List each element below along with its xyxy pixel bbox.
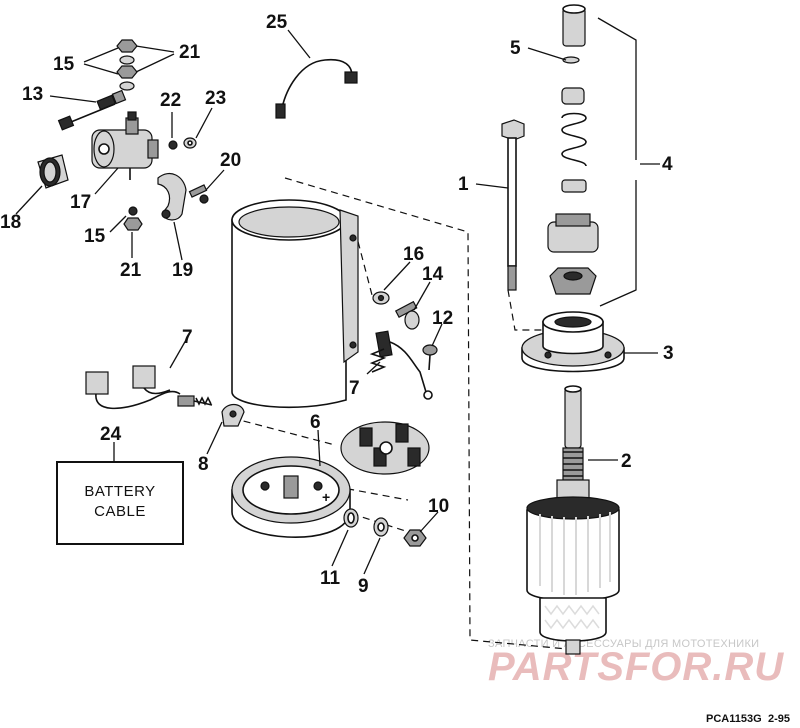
part-25-lead-wire: [275, 58, 358, 119]
part-12-screw: [422, 344, 438, 371]
part-17-solenoid: [91, 111, 159, 180]
battery-box-line2: CABLE: [94, 503, 146, 520]
callout-14: 14: [422, 264, 444, 285]
callout-15-lower: 15: [84, 226, 106, 247]
part-10-nut: [403, 529, 427, 547]
callout-15-top: 15: [53, 54, 75, 75]
callout-16: 16: [403, 244, 424, 265]
parts-21-15-hardware-top: [116, 39, 138, 91]
callout-21-top: 21: [179, 42, 201, 63]
callout-8: 8: [198, 454, 209, 475]
callout-4: 4: [662, 154, 673, 175]
callout-25: 25: [266, 12, 288, 33]
part-11-sleeve: [343, 508, 359, 528]
callout-20: 20: [220, 150, 241, 171]
part-7-brush-spring: [369, 330, 433, 400]
part-9-washer: [373, 517, 389, 537]
parts-22-23-washers: [168, 137, 197, 150]
callout-10: 10: [428, 496, 449, 517]
watermark: ЗАПЧАСТИ И АКСЕССУАРЫ ДЛЯ МОТОТЕХНИКИ PA…: [488, 638, 784, 689]
callout-2: 2: [621, 451, 632, 472]
part-5-drive-stack: [547, 4, 599, 295]
callout-11: 11: [320, 568, 341, 589]
leader-lines: [15, 17, 660, 575]
callouts: 1 2 3 4 5 6 7 7 8 9 10 11 12 13 14 15 15…: [0, 12, 674, 597]
callout-18: 18: [0, 212, 21, 233]
callout-9: 9: [358, 576, 369, 597]
callout-7-brush-spring: 7: [349, 378, 360, 399]
callout-17: 17: [70, 192, 91, 213]
callout-24: 24: [100, 424, 122, 445]
part-7-brush-set: [85, 365, 213, 410]
callout-1: 1: [458, 174, 469, 195]
battery-box-line1: BATTERY: [84, 483, 155, 500]
part-3-drive-end-frame: [521, 311, 625, 373]
watermark-brand: PARTSFOR.RU: [488, 645, 784, 689]
callout-21-lower: 21: [120, 260, 142, 281]
drawing-code: PCA1153G 2-95: [706, 713, 790, 725]
commutator-end-cap: +: [231, 456, 351, 538]
svg-text:+: +: [322, 489, 330, 505]
part-20-screw: [188, 184, 209, 204]
drawing-code-rev: 2-95: [768, 713, 790, 725]
field-frame-housing: [231, 199, 359, 409]
part-18-boot: [37, 154, 69, 189]
callout-19: 19: [172, 260, 193, 281]
callout-13: 13: [22, 84, 43, 105]
callout-5: 5: [510, 38, 521, 59]
callout-7-brush-set: 7: [182, 327, 193, 348]
callout-12: 12: [432, 308, 453, 329]
battery-cable-label-box: BATTERY CABLE: [56, 461, 184, 545]
parts-15-21-hardware-lower: [123, 206, 143, 231]
drawing-code-id: PCA1153G: [706, 713, 762, 725]
callout-6: 6: [310, 412, 321, 433]
callout-23: 23: [205, 88, 226, 109]
callout-3: 3: [663, 343, 674, 364]
part-6-brush-holder: [340, 421, 430, 475]
part-2-armature: [526, 385, 620, 655]
watermark-tagline: ЗАПЧАСТИ И АКСЕССУАРЫ ДЛЯ МОТОТЕХНИКИ: [488, 638, 759, 650]
part-13-bolt: [57, 89, 127, 131]
callout-22: 22: [160, 90, 181, 111]
part-16-washer: [372, 291, 390, 305]
part-1-through-bolt: [501, 119, 525, 291]
part-14-screw: [394, 300, 420, 330]
part-19-bracket: [157, 173, 187, 221]
part-8-insulator: [221, 403, 245, 427]
